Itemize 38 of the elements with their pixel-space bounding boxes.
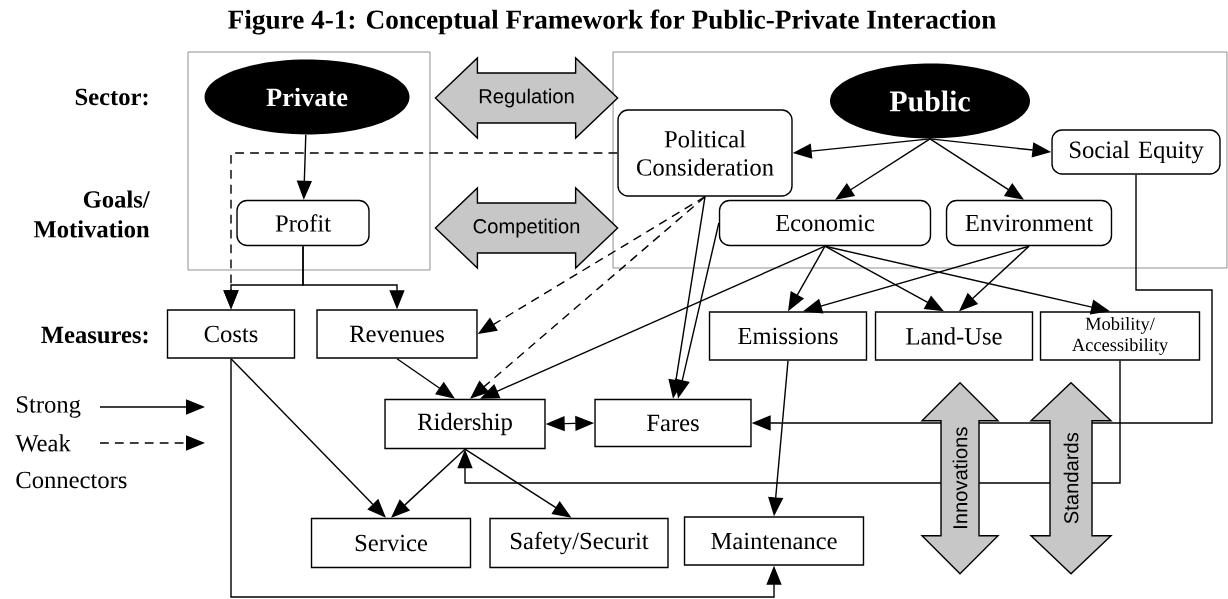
row-label: Sector: <box>75 88 148 106</box>
arrow <box>230 358 386 518</box>
goal-box: Profit <box>236 199 370 247</box>
legend-text: Strong <box>17 396 81 418</box>
measure-box: Maintenance <box>683 516 865 566</box>
arrow <box>391 448 466 518</box>
measure-box: Revenues <box>316 309 478 359</box>
arrow-label: Standards <box>1063 432 1079 524</box>
arrow <box>835 138 931 200</box>
double-arrow <box>434 56 619 140</box>
dashed-arrow <box>470 196 706 399</box>
arrow-label: Regulation <box>479 88 574 108</box>
arrow-label: Competition <box>473 218 580 238</box>
row-label: Goals/ Motivation <box>33 190 150 238</box>
arrow <box>824 245 944 312</box>
measure-box: Emissions <box>708 311 868 361</box>
measure-box: Land-Use <box>874 311 1034 361</box>
sector-frame <box>187 51 431 271</box>
measure-box: Fares <box>594 398 752 448</box>
arrow <box>457 360 1121 484</box>
goal-box: Social Equity <box>1051 129 1221 175</box>
measure-box: Safety/Securit <box>489 517 669 569</box>
double-arrow <box>434 186 619 270</box>
arrow <box>929 138 1024 200</box>
arrow-label: Innovations <box>952 427 968 528</box>
title: Figure 4-1: Conceptual Framework for Public-Private Interaction <box>228 9 996 35</box>
measure-box: Service <box>310 517 472 569</box>
measure-box: Costs <box>166 309 296 359</box>
sector-frame <box>612 51 1228 269</box>
goal-box: Environment <box>945 199 1113 247</box>
measure-box: Ridership <box>384 398 546 450</box>
goal-box: Economic <box>718 199 932 247</box>
arrow <box>230 358 782 598</box>
legend-title: Connectors <box>16 471 127 489</box>
measure-box: Mobility/ Accessibility <box>1039 311 1201 361</box>
arrow <box>396 358 455 399</box>
goal-box: Political Consideration <box>617 109 793 197</box>
legend-text: Weak <box>15 434 71 452</box>
